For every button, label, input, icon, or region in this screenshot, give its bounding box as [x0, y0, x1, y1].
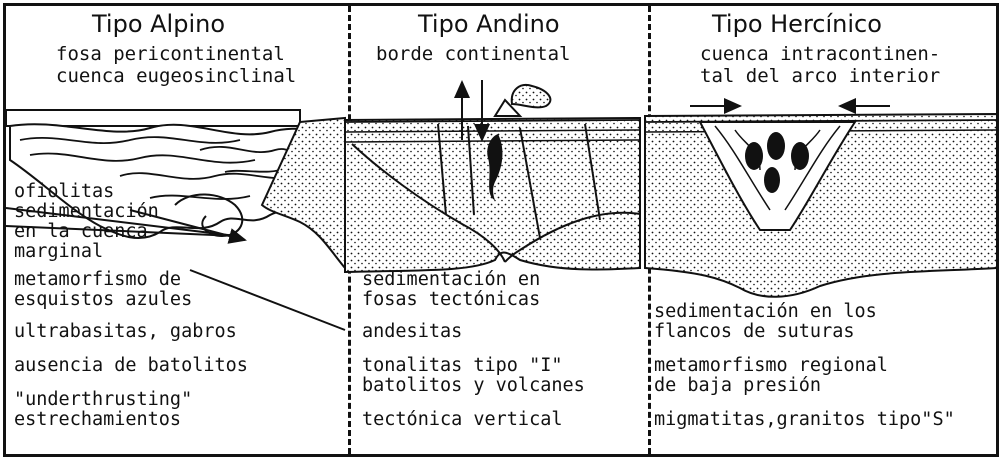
- alpino-note-estrechamientos: estrechamientos: [14, 410, 181, 430]
- alpino-note-ofiolitas: ofiolitas: [14, 182, 114, 202]
- andino-note-tonalitas: tonalitas tipo "I": [362, 356, 562, 376]
- hercynian-section: [645, 106, 997, 297]
- andino-note-tectonica: tectónica vertical: [362, 410, 562, 430]
- andean-section: [345, 80, 640, 272]
- andino-note-fosas: fosas tectónicas: [362, 290, 540, 310]
- alpino-note-cuenca: en la cuenca: [14, 222, 148, 242]
- panel-subtitle-hercinico-1: cuenca intracontinen-: [700, 44, 940, 65]
- panel-subtitle-alpino-2: cuenca eugeosinclinal: [56, 66, 296, 87]
- panel-title-alpino: Tipo Alpino: [92, 10, 225, 38]
- hercinico-note-metamorfismo: metamorfismo regional: [654, 356, 888, 376]
- hercinico-note-sedimentacion: sedimentación en los: [654, 302, 877, 322]
- alpino-note-ultrabasitas: ultrabasitas, gabros: [14, 322, 237, 342]
- hercinico-note-migmatitas: migmatitas,granitos tipo"S": [654, 410, 955, 430]
- alpino-note-sedimentacion: sedimentación: [14, 202, 159, 222]
- alpino-note-underthrusting: "underthrusting": [14, 390, 192, 410]
- andino-note-sedimentacion: sedimentación en: [362, 270, 540, 290]
- panel-title-andino: Tipo Andino: [418, 10, 560, 38]
- panel-subtitle-andino-1: borde continental: [376, 44, 570, 65]
- panel-title-hercinico: Tipo Hercínico: [712, 10, 882, 38]
- panel-subtitle-alpino-1: fosa pericontinental: [56, 44, 285, 65]
- hercinico-note-presion: de baja presión: [654, 376, 821, 396]
- alpino-note-marginal: marginal: [14, 242, 103, 262]
- panel-subtitle-hercinico-2: tal del arco interior: [700, 66, 940, 87]
- alpino-note-esquistos: esquistos azules: [14, 290, 192, 310]
- hercinico-note-flancos: flancos de suturas: [654, 322, 854, 342]
- andino-note-andesitas: andesitas: [362, 322, 462, 342]
- alpino-note-metamorfismo: metamorfismo de: [14, 270, 181, 290]
- andino-note-batolitos: batolitos y volcanes: [362, 376, 585, 396]
- alpino-note-ausencia: ausencia de batolitos: [14, 356, 248, 376]
